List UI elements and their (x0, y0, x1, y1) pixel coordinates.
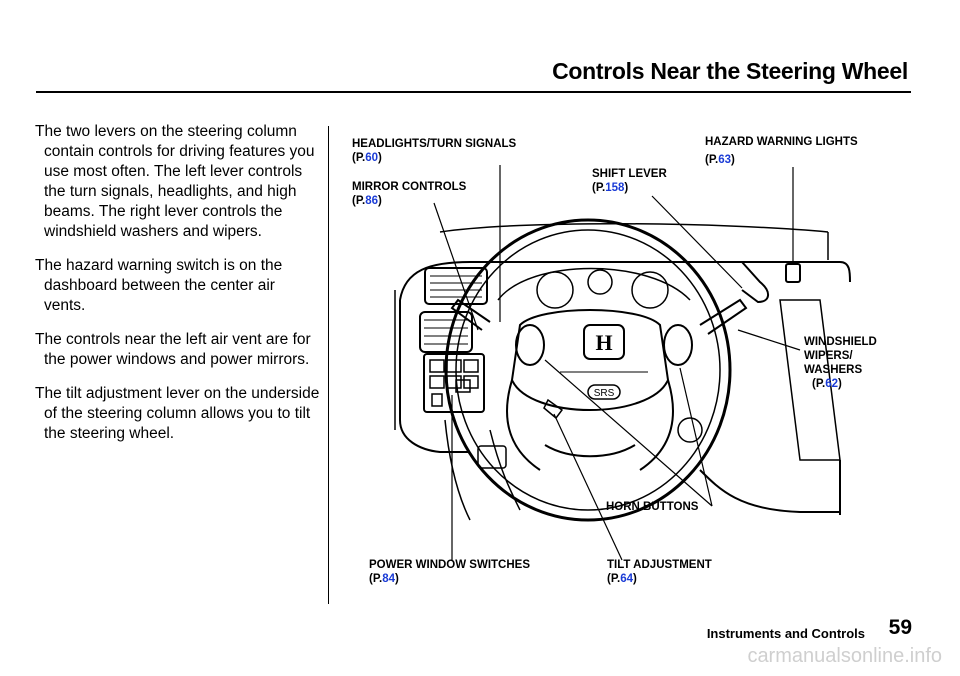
ref-prefix: P. (355, 195, 366, 207)
srs-label: SRS (594, 388, 615, 399)
callout-headlights-label: HEADLIGHTS/TURN SIGNALS (352, 138, 517, 150)
ref-link-86[interactable]: 86 (365, 195, 379, 207)
column-divider (328, 126, 329, 604)
footer-section-title: Instruments and Controls (706, 626, 865, 641)
ref-link-63[interactable]: 63 (718, 154, 732, 166)
intro-paragraph-tilt: The tilt adjustment lever on the undersi… (35, 385, 320, 442)
callout-hazard-warning-lights: HAZARD WARNING LIGHTS (P.63) (705, 136, 858, 166)
ref-prefix: P. (708, 154, 719, 166)
ref-prefix: P. (595, 182, 606, 194)
callout-tilt-label: TILT ADJUSTMENT (607, 559, 712, 571)
callout-horn-label: HORN BUTTONS (606, 501, 699, 513)
ref-link-64[interactable]: 64 (620, 573, 634, 585)
callout-shift-label: SHIFT LEVER (592, 168, 667, 180)
page-title: Controls Near the Steering Wheel (552, 58, 908, 84)
callout-mirror-controls: MIRROR CONTROLS (P.86) (352, 181, 467, 207)
steering-wheel-diagram: H SRS (394, 165, 851, 561)
intro-paragraph-hazard: The hazard warning switch is on the dash… (35, 257, 283, 314)
intro-paragraph-levers: The two levers on the steering column co… (35, 123, 315, 240)
watermark: carmanualsonline.info (747, 645, 942, 667)
ref-prefix: P. (355, 152, 366, 164)
callout-shift-lever: SHIFT LEVER (P.158) (592, 168, 667, 194)
intro-paragraph-windows: The controls near the left air vent are … (35, 331, 311, 368)
callout-hazard-label: HAZARD WARNING LIGHTS (705, 136, 858, 148)
callout-wipers-line-1: WINDSHIELD (804, 336, 877, 348)
callout-headlights-turn-signals: HEADLIGHTS/TURN SIGNALS (P.60) (352, 138, 517, 164)
callout-power-window-switches: POWER WINDOW SWITCHES (P.84) (369, 559, 530, 585)
page-number: 59 (888, 616, 912, 639)
ref-prefix: P. (372, 573, 383, 585)
ref-link-60[interactable]: 60 (365, 152, 379, 164)
ref-link-84[interactable]: 84 (382, 573, 396, 585)
ref-link-62[interactable]: 62 (825, 378, 839, 390)
callout-tilt-adjustment: TILT ADJUSTMENT (P.64) (607, 559, 712, 585)
callout-horn-buttons: HORN BUTTONS (606, 500, 698, 514)
intro-text: The two levers on the steering column co… (35, 122, 320, 458)
ref-prefix: P. (815, 378, 826, 390)
ref-link-158[interactable]: 158 (605, 182, 625, 194)
title-rule (36, 91, 911, 93)
callout-power-window-label: POWER WINDOW SWITCHES (369, 559, 530, 571)
svg-text:H: H (595, 330, 612, 355)
callout-wipers-line-3: WASHERS (804, 364, 863, 376)
ref-prefix: P. (610, 573, 621, 585)
callout-windshield-wipers-washers: WINDSHIELD WIPERS/ WASHERS (P.62) (804, 336, 877, 390)
callout-wipers-line-2: WIPERS/ (804, 350, 853, 362)
callout-mirror-label: MIRROR CONTROLS (352, 181, 467, 193)
